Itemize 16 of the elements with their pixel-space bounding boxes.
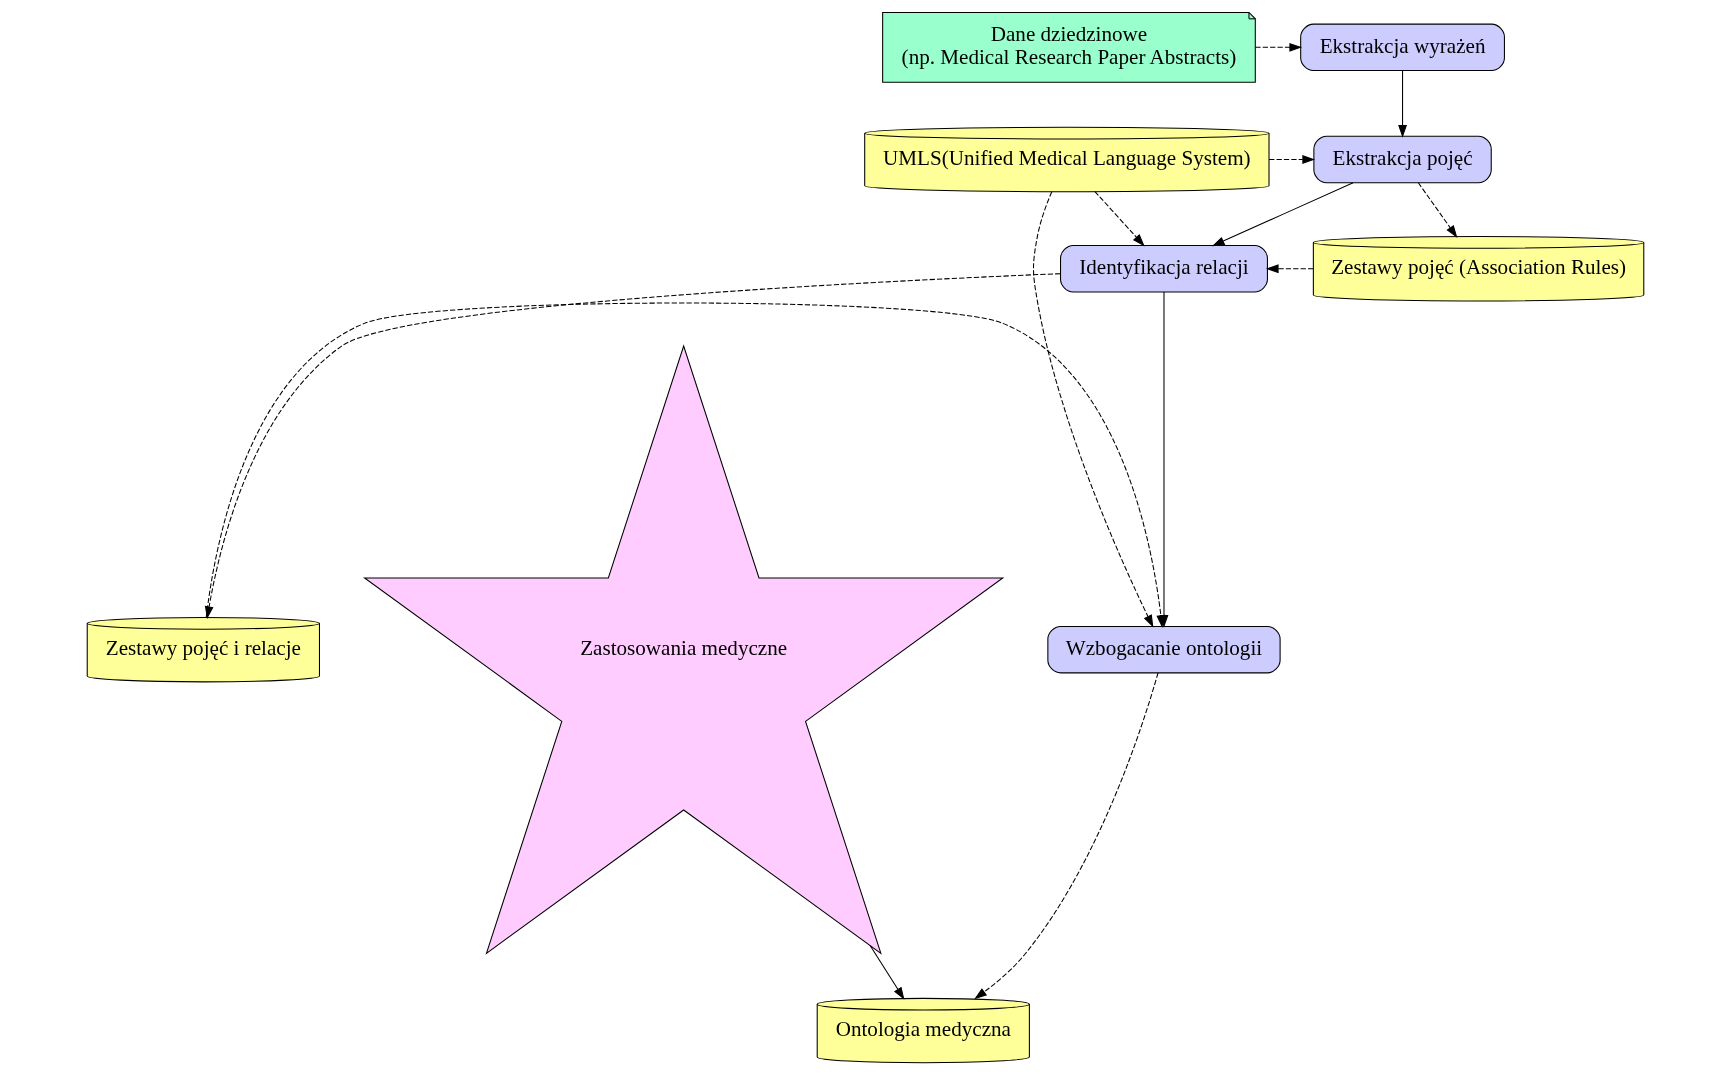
- arrow: [1265, 264, 1314, 274]
- arrow: [1254, 42, 1303, 52]
- node-box: Ekstrakcja pojęć: [1313, 135, 1492, 184]
- arrow: [205, 302, 1166, 628]
- arrow: [1398, 70, 1407, 138]
- arrow: [1032, 191, 1154, 628]
- arrow: [869, 944, 905, 1000]
- arrow: [204, 273, 1061, 619]
- node-box: Ekstrakcja wyrażeń: [1300, 23, 1505, 72]
- arrow: [974, 672, 1159, 1000]
- arrow: [1094, 191, 1145, 247]
- node-box: Wzbogacanie ontologii: [1047, 625, 1281, 674]
- arrow: [1268, 155, 1316, 164]
- arrow: [1417, 182, 1458, 238]
- node-box: Identyfikacja relacji: [1060, 245, 1268, 293]
- arrow: [1211, 182, 1354, 247]
